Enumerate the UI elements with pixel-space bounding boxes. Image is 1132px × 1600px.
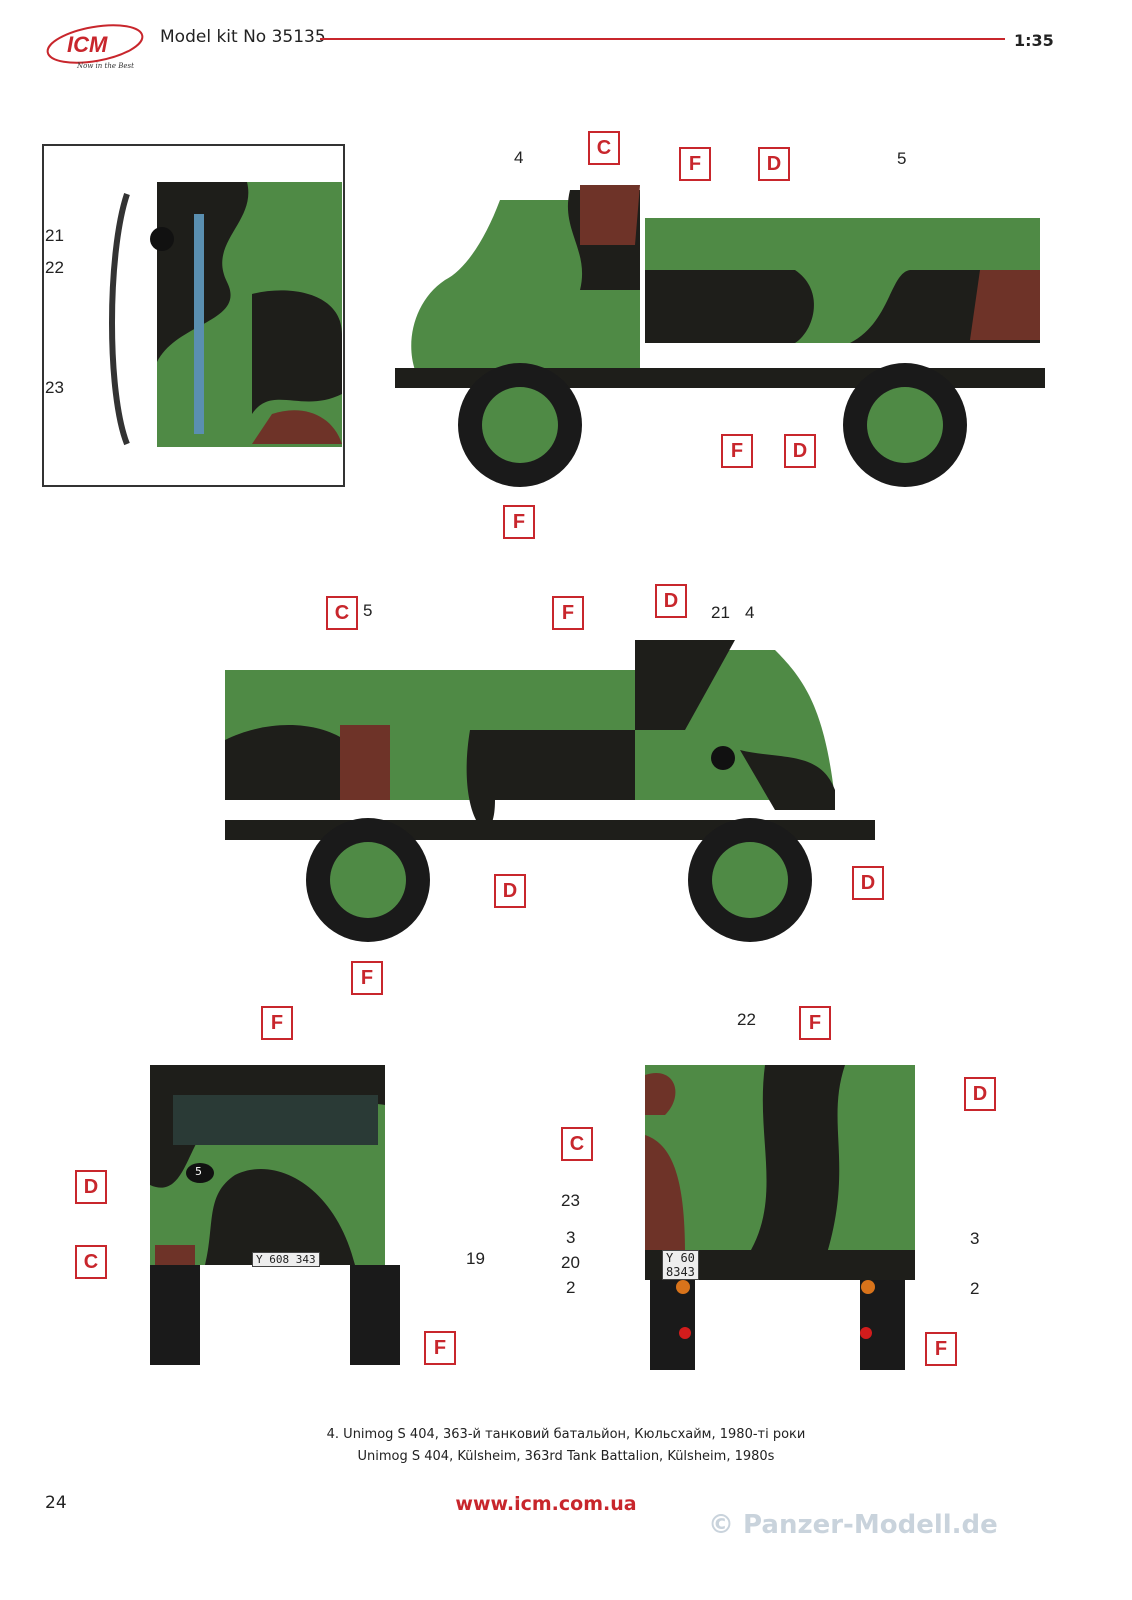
callout-number: 22	[737, 1010, 756, 1029]
callout-number: 23	[561, 1191, 580, 1210]
callout-number: 5	[363, 601, 373, 620]
paint-callout: F	[503, 505, 535, 539]
scale: 1:35	[1014, 31, 1054, 50]
paint-callout: D	[784, 434, 816, 468]
callout-number: 19	[466, 1249, 485, 1268]
callout-number: 20	[561, 1253, 580, 1272]
svg-text:Now in the Best: Now in the Best	[76, 62, 134, 70]
header-rule	[320, 38, 1005, 40]
license-plate: Y 608 343	[252, 1252, 320, 1267]
watermark: © Panzer-Modell.de	[708, 1510, 998, 1540]
left-side-view-illustration	[395, 185, 1045, 487]
rear-view-illustration	[645, 1065, 915, 1370]
paint-callout: D	[75, 1170, 107, 1204]
unit-number: 5	[195, 1165, 202, 1178]
paint-callout: F	[799, 1006, 831, 1040]
callout-number: 22	[45, 258, 64, 277]
callout-number: 5	[897, 149, 907, 168]
callout-number: 23	[45, 378, 64, 397]
plate-line: 8343	[666, 1265, 695, 1279]
front-view-illustration	[150, 1065, 400, 1365]
paint-callout: D	[852, 866, 884, 900]
page-number: 24	[45, 1493, 67, 1513]
paint-callout: F	[351, 961, 383, 995]
paint-callout: F	[721, 434, 753, 468]
paint-callout: F	[424, 1331, 456, 1365]
caption-ukrainian: 4. Unimog S 404, 363-й танковий батальйо…	[326, 1427, 806, 1442]
paint-callout: F	[552, 596, 584, 630]
top-view-frame	[42, 144, 345, 487]
license-plate: Y 60 8343	[662, 1250, 699, 1280]
right-side-view-illustration	[225, 640, 875, 942]
paint-callout: F	[679, 147, 711, 181]
callout-number: 3	[970, 1229, 980, 1248]
paint-callout: D	[655, 584, 687, 618]
paint-callout: F	[925, 1332, 957, 1366]
paint-callout: F	[261, 1006, 293, 1040]
paint-callout: D	[758, 147, 790, 181]
paint-callout: C	[75, 1245, 107, 1279]
svg-text:ICM: ICM	[67, 32, 108, 57]
icm-logo: ICM Now in the Best	[45, 22, 145, 72]
paint-callout: D	[494, 874, 526, 908]
kit-number: Model kit No 35135	[160, 27, 326, 47]
callout-number: 4	[745, 603, 755, 622]
paint-callout: C	[561, 1127, 593, 1161]
paint-callout: D	[964, 1077, 996, 1111]
callout-number: 3	[566, 1228, 576, 1247]
callout-number: 21	[711, 603, 730, 622]
paint-callout: C	[588, 131, 620, 165]
callout-number: 2	[566, 1278, 576, 1297]
paint-callout: C	[326, 596, 358, 630]
website-link[interactable]: www.icm.com.ua	[455, 1493, 637, 1515]
top-view-illustration	[109, 182, 342, 447]
callout-number: 4	[514, 148, 524, 167]
callout-number: 2	[970, 1279, 980, 1298]
callout-number: 21	[45, 226, 64, 245]
plate-line: Y 60	[666, 1251, 695, 1265]
caption-english: Unimog S 404, Külsheim, 363rd Tank Batta…	[357, 1449, 775, 1464]
